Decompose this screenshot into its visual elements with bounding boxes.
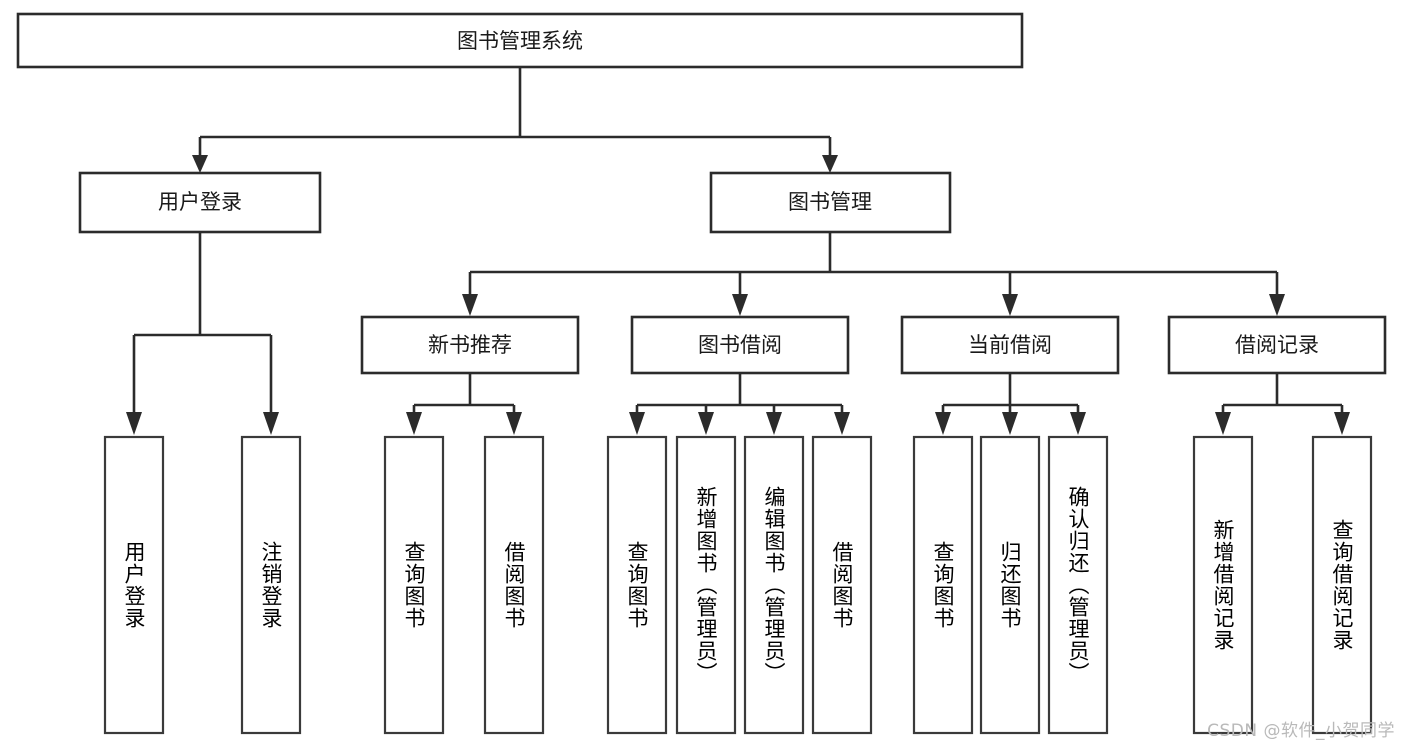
- node-root-label: 图书管理系统: [457, 29, 583, 53]
- arrow-head-leaf-add-record: [1215, 412, 1231, 435]
- arrow-head-user-login: [192, 155, 208, 173]
- node-leaf-edit-book[interactable]: [743, 435, 805, 735]
- node-leaf-query-book-3[interactable]: [912, 435, 974, 735]
- node-borrow-records-label: 借阅记录: [1235, 333, 1319, 357]
- node-leaf-query-book-1[interactable]: [383, 435, 445, 735]
- node-leaf-confirm-return[interactable]: [1047, 435, 1109, 735]
- node-book-management[interactable]: [709, 171, 952, 234]
- arrow-head-leaf-add-book: [698, 412, 714, 435]
- node-new-book-recommend-label: 新书推荐: [428, 333, 512, 357]
- arrow-head-borrow-records: [1269, 294, 1285, 316]
- node-leaf-logout[interactable]: [240, 435, 302, 735]
- node-leaf-query-book-2[interactable]: [606, 435, 668, 735]
- node-leaf-query-record[interactable]: [1311, 435, 1373, 735]
- node-user-login[interactable]: [78, 171, 322, 234]
- arrow-head-leaf-query-book-2: [629, 412, 645, 435]
- node-group: 图书管理系统 用户登录 图书管理 新书推荐 图书借阅 当前借阅 借阅记录: [16, 12, 1387, 735]
- arrow-head-leaf-borrow-book-1: [506, 412, 522, 435]
- arrow-head-leaf-edit-book: [766, 412, 782, 435]
- arrow-head-book-management: [822, 155, 838, 173]
- node-book-borrow-label: 图书借阅: [698, 333, 782, 357]
- node-current-borrow[interactable]: [900, 315, 1120, 375]
- node-leaf-add-book[interactable]: [675, 435, 737, 735]
- arrow-head-leaf-user-login: [126, 412, 142, 435]
- arrow-head-leaf-return-book: [1002, 412, 1018, 435]
- arrow-head-current-borrow: [1002, 294, 1018, 316]
- arrow-head-leaf-query-book-3: [935, 412, 951, 435]
- arrow-head-leaf-logout: [263, 412, 279, 435]
- node-leaf-borrow-book-2[interactable]: [811, 435, 873, 735]
- connector-group: [126, 67, 1350, 435]
- node-leaf-return-book[interactable]: [979, 435, 1041, 735]
- node-leaf-user-login[interactable]: [103, 435, 165, 735]
- node-leaf-borrow-book-1[interactable]: [483, 435, 545, 735]
- node-book-borrow[interactable]: [630, 315, 850, 375]
- arrow-head-leaf-query-record: [1334, 412, 1350, 435]
- node-root[interactable]: [16, 12, 1024, 69]
- arrow-head-leaf-borrow-book-2: [834, 412, 850, 435]
- node-current-borrow-label: 当前借阅: [968, 333, 1052, 357]
- node-leaf-add-record[interactable]: [1192, 435, 1254, 735]
- node-user-login-label: 用户登录: [158, 190, 242, 214]
- arrow-head-book-borrow: [732, 294, 748, 316]
- node-new-book-recommend[interactable]: [360, 315, 580, 375]
- arrow-head-leaf-query-book-1: [406, 412, 422, 435]
- node-book-management-label: 图书管理: [788, 190, 872, 214]
- csdn-watermark: CSDN @软件_小贺同学: [1207, 721, 1395, 741]
- arrow-head-leaf-confirm-return: [1070, 412, 1086, 435]
- arrow-head-new-book-recommend: [462, 294, 478, 316]
- node-borrow-records[interactable]: [1167, 315, 1387, 375]
